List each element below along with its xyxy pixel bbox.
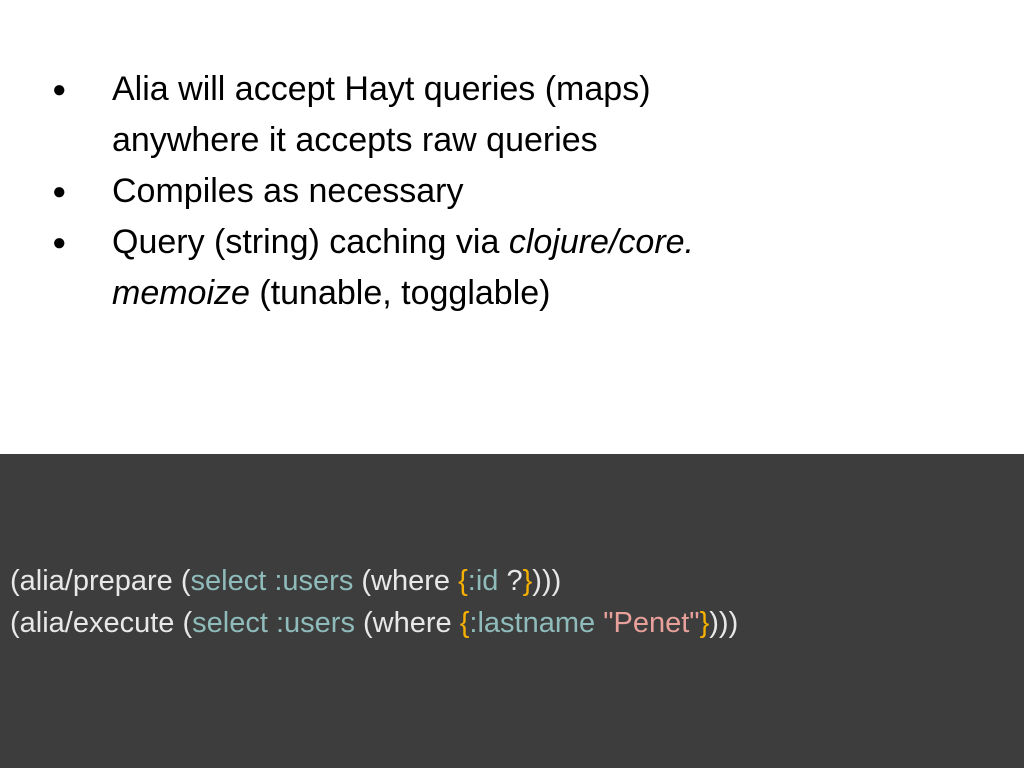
bullet-icon: ●: [52, 229, 67, 256]
bullet-icon: ●: [52, 76, 67, 103]
code-token-brace-open: {: [459, 607, 470, 639]
bullet-item: ● Query (string) caching via clojure/cor…: [52, 217, 952, 319]
code-token-key: :lastname: [469, 607, 596, 639]
code-token-space: [595, 607, 603, 639]
code-token-close: ))): [709, 607, 739, 639]
slide-content: ● Alia will accept Hayt queries (maps) a…: [52, 64, 952, 319]
bullet-text-continued: (tunable, togglable): [249, 274, 551, 312]
code-panel: (alia/prepare (select :users (where {:id…: [0, 454, 1024, 768]
code-line-prepare: (alia/prepare (select :users (where {:id…: [10, 560, 738, 602]
code-token-brace-close: }: [699, 607, 710, 639]
code-block: (alia/prepare (select :users (where {:id…: [10, 560, 738, 644]
bullet-text: Alia will accept Hayt queries (maps): [112, 70, 651, 108]
code-token-key: :id: [467, 565, 499, 597]
code-token-table: :users: [267, 607, 355, 639]
code-token-where: (where: [353, 565, 459, 597]
code-token-value: ?: [498, 565, 523, 597]
code-token-function: (alia/prepare (: [10, 565, 191, 597]
code-token-close: ))): [532, 565, 562, 597]
code-line-execute: (alia/execute (select :users (where {:la…: [10, 602, 738, 644]
bullet-item: ● Compiles as necessary: [52, 166, 952, 217]
bullet-list: ● Alia will accept Hayt queries (maps) a…: [52, 64, 952, 319]
bullet-item: ● Alia will accept Hayt queries (maps) a…: [52, 64, 952, 166]
code-token-where: (where: [354, 607, 460, 639]
code-token-function: (alia/execute (: [10, 607, 193, 639]
code-token-brace-open: {: [458, 565, 468, 597]
bullet-text-continued: anywhere it accepts raw queries: [112, 121, 598, 159]
code-token-table: :users: [266, 565, 354, 597]
bullet-text-emphasis: memoize: [112, 274, 250, 312]
code-token-string: "Penet": [603, 607, 700, 639]
bullet-text-emphasis: clojure/core.: [508, 223, 695, 261]
code-token-select: select: [190, 565, 267, 597]
bullet-text: Query (string) caching via: [112, 223, 509, 261]
bullet-text: Compiles as necessary: [112, 172, 464, 210]
code-token-brace-close: }: [522, 565, 533, 597]
bullet-icon: ●: [52, 178, 67, 205]
code-token-select: select: [192, 607, 268, 639]
